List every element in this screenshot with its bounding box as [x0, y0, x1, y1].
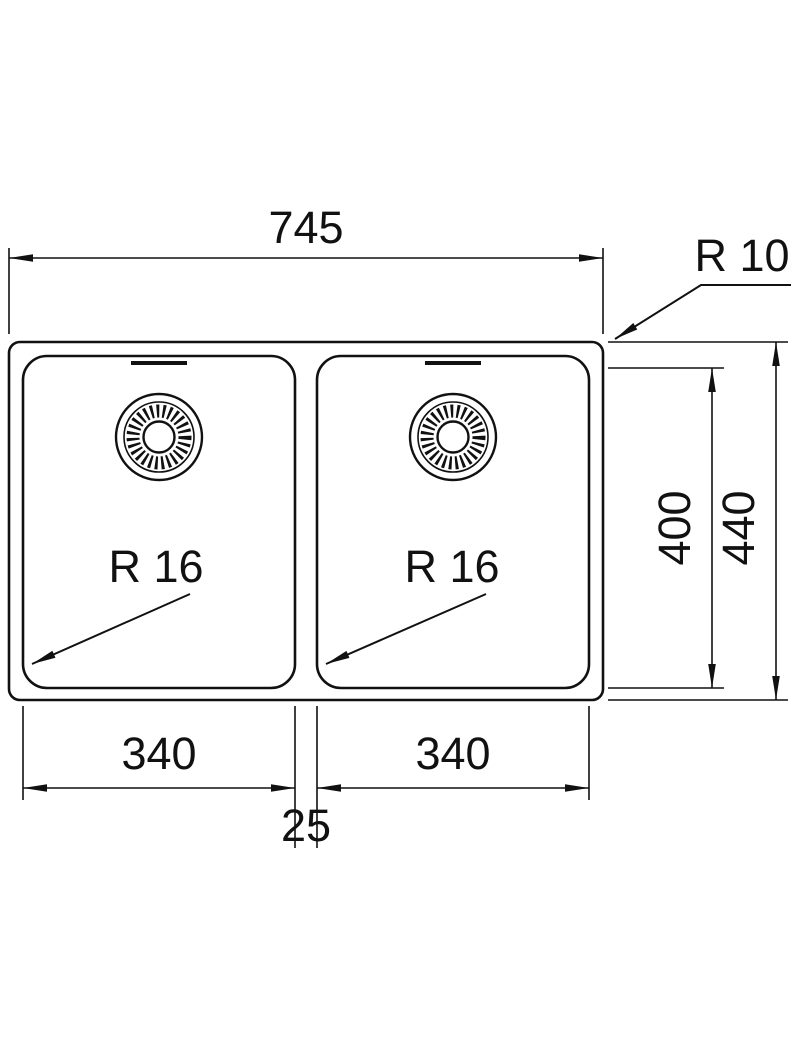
label-bowl-radius-left: R 16	[108, 541, 203, 592]
drain-left-strainer-teeth	[126, 404, 192, 470]
dim-label-bowl-width-left: 340	[121, 728, 196, 779]
leader-line	[325, 593, 487, 665]
bowl-left-outline	[21, 354, 297, 690]
dim-label-bowl-depth: 400	[649, 490, 700, 565]
dim-label-overall-depth: 440	[713, 490, 764, 565]
dim-bowl-width-right: 340	[316, 706, 590, 848]
dim-label-bowl-width-right: 340	[415, 728, 490, 779]
leader-line	[614, 284, 791, 340]
dim-overall-width: 745	[8, 202, 604, 334]
bowl-right-outline	[315, 354, 591, 690]
sink-outline-group	[7, 340, 605, 702]
label-outer-corner-radius: R 10	[694, 230, 789, 281]
drain-left-outer-circle	[114, 392, 204, 482]
drain-left	[114, 392, 204, 482]
dim-bowl-width-left: 340	[22, 706, 296, 848]
dim-label-overall-width: 745	[268, 202, 343, 253]
drain-right-center	[436, 420, 470, 454]
drain-right-strainer-teeth	[420, 404, 486, 470]
callout-outer-corner-radius: R 10	[614, 230, 791, 340]
drain-right-ring	[417, 401, 489, 473]
dim-label-center-divider: 25	[281, 800, 331, 851]
dim-bowl-depth: 400	[608, 367, 724, 689]
dim-overall-depth: 440	[608, 341, 788, 701]
drain-left-ring	[123, 401, 195, 473]
drain-right-outer-circle	[408, 392, 498, 482]
drain-right	[408, 392, 498, 482]
leader-line	[31, 593, 191, 665]
sink-outer-edge	[7, 340, 605, 702]
callout-bowl-radius-right: R 16	[325, 541, 500, 665]
drain-left-center	[142, 420, 176, 454]
callout-bowl-radius-left: R 16	[31, 541, 204, 665]
label-bowl-radius-right: R 16	[404, 541, 499, 592]
dim-center-divider: 25	[281, 800, 331, 851]
